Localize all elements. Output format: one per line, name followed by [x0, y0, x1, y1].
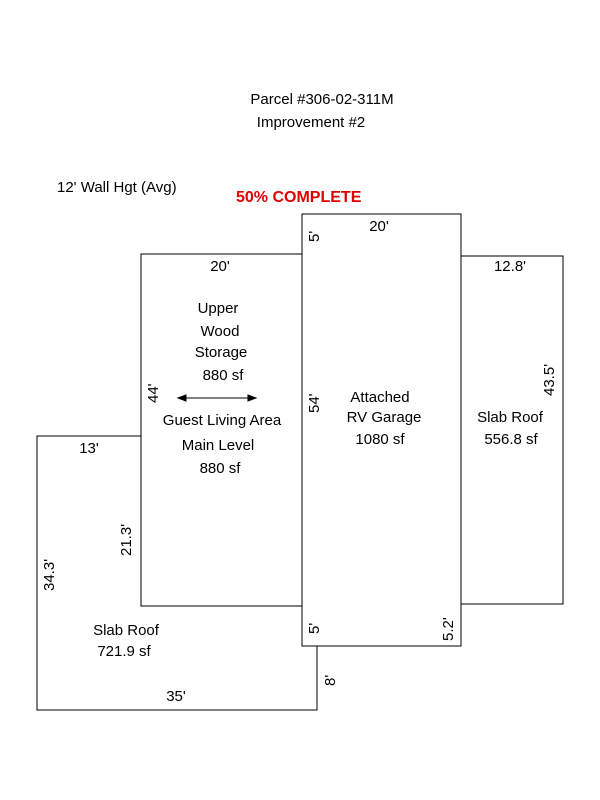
slab-left-offset-dimension: 8': [322, 674, 339, 686]
improvement-number: Improvement #2: [256, 114, 366, 131]
slab-right-top-dimension: 12.8': [493, 258, 527, 275]
living-side-dimension: 44': [145, 383, 162, 403]
rv-garage-outline: [301, 213, 462, 647]
garage-area: 1080 sf: [355, 431, 405, 448]
slab-left-top-dimension: 13': [79, 440, 99, 457]
slab-right-label: Slab Roof: [477, 409, 543, 426]
slab-left-bottom-dimension: 35': [166, 688, 186, 705]
guest-living-line1: Guest Living Area: [162, 412, 282, 429]
upper-storage-area: 880 sf: [202, 367, 244, 384]
slab-left-inner-dimension: 21.3': [118, 523, 135, 556]
garage-line1: Attached: [350, 389, 410, 406]
living-top-dimension: 20': [210, 258, 230, 275]
parcel-number: Parcel #306-02-311M: [250, 91, 394, 108]
level-separator-arrow: [176, 394, 258, 402]
slab-roof-left-outline: [36, 435, 318, 711]
upper-storage-line2: Wood: [200, 323, 240, 340]
garage-offset-top-dimension: 5': [306, 230, 323, 242]
slab-right-area: 556.8 sf: [484, 431, 538, 448]
garage-right-offset-dimension: 5.2': [440, 617, 457, 641]
garage-offset-bottom-dimension: 5': [306, 622, 323, 634]
upper-storage-line1: Upper: [197, 300, 239, 317]
guest-living-area: 880 sf: [199, 460, 241, 477]
garage-line2: RV Garage: [346, 409, 422, 426]
slab-roof-right-outline: [460, 255, 564, 605]
wall-height-note: 12' Wall Hgt (Avg): [57, 179, 177, 196]
guest-living-line2: Main Level: [181, 437, 255, 454]
slab-left-area: 721.9 sf: [97, 643, 151, 660]
slab-right-side-dimension: 43.5': [541, 363, 558, 396]
slab-left-label: Slab Roof: [93, 622, 159, 639]
upper-storage-line3: Storage: [194, 344, 248, 361]
completion-status: 50% COMPLETE: [236, 189, 362, 206]
garage-side-dimension: 54': [306, 393, 323, 413]
garage-top-dimension: 20': [369, 218, 389, 235]
slab-left-side-dimension: 34.3': [41, 558, 58, 591]
